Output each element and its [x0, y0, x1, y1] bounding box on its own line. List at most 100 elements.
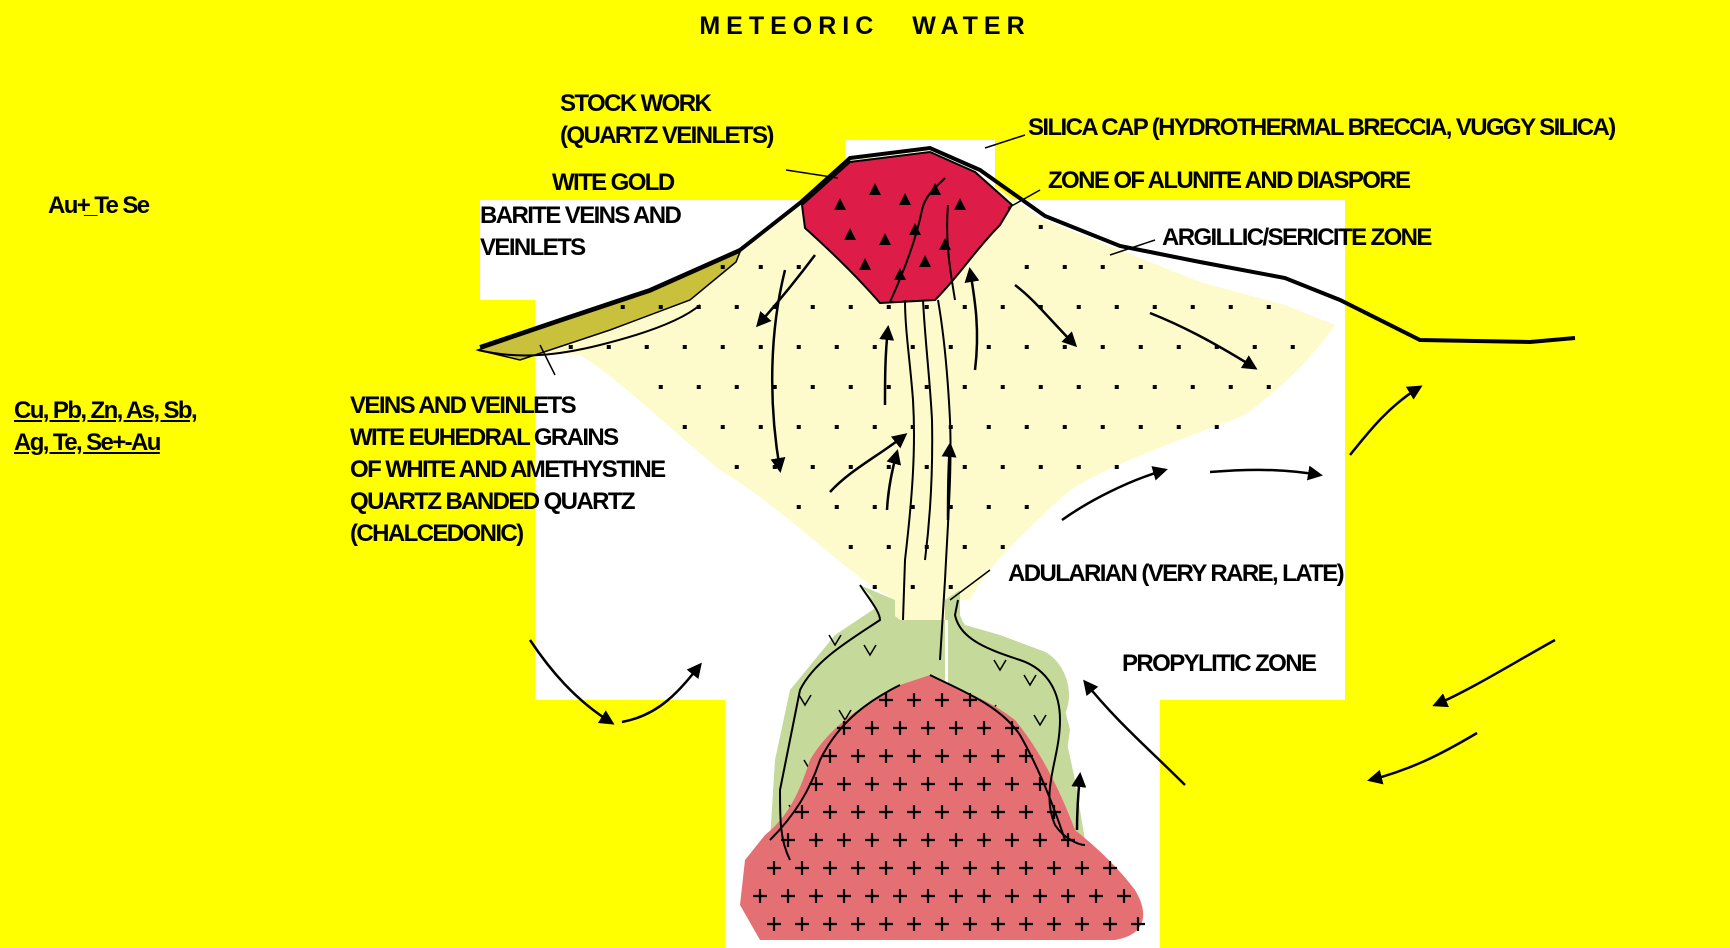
dot: [1101, 345, 1105, 349]
dot: [1025, 505, 1029, 509]
dot: [911, 345, 915, 349]
silica-cap-label: SILICA CAP (HYDROTHERMAL BRECCIA, VUGGY …: [1028, 112, 1615, 144]
dot: [721, 345, 725, 349]
dot: [1177, 425, 1181, 429]
dot: [1001, 305, 1005, 309]
dot: [849, 545, 853, 549]
dot: [925, 305, 929, 309]
dot: [645, 345, 649, 349]
dot: [1267, 385, 1271, 389]
dot: [735, 305, 739, 309]
dot: [759, 425, 763, 429]
dot: [1001, 385, 1005, 389]
dot: [987, 425, 991, 429]
dot: [1139, 265, 1143, 269]
dot: [949, 585, 953, 589]
base-metal-assoc-label: Cu, Pb, Zn, As, Sb, Ag, Te, Se+-Au: [14, 395, 196, 459]
dot: [1025, 265, 1029, 269]
dot: [797, 345, 801, 349]
dot: [811, 385, 815, 389]
dot: [1115, 465, 1119, 469]
dot: [1139, 425, 1143, 429]
dot: [849, 305, 853, 309]
veins-line-5: (CHALCEDONIC): [350, 518, 664, 550]
stockwork-label-line1: STOCK WORK: [560, 88, 773, 120]
wite-gold-label: WITE GOLD: [552, 167, 674, 199]
dot: [1101, 265, 1105, 269]
veins-line-4: QUARTZ BANDED QUARTZ: [350, 486, 664, 518]
dot: [773, 465, 777, 469]
barite-veins-line2: VEINLETS: [480, 232, 680, 264]
dot: [697, 385, 701, 389]
dot: [1267, 305, 1271, 309]
barite-veins-line1: BARITE VEINS AND: [480, 200, 680, 232]
dot: [1025, 425, 1029, 429]
veins-line-3: OF WHITE AND AMETHYSTINE: [350, 454, 664, 486]
flow-arrow: [1435, 640, 1555, 705]
argillic-sericite-label: ARGILLIC/SERICITE ZONE: [1162, 222, 1431, 254]
dot: [1291, 345, 1295, 349]
dot: [963, 545, 967, 549]
propylitic-zone-label: PROPYLITIC ZONE: [1122, 648, 1315, 680]
dot: [607, 345, 611, 349]
dot: [1153, 385, 1157, 389]
dot: [811, 465, 815, 469]
dot: [1001, 545, 1005, 549]
dot: [759, 265, 763, 269]
flow-arrow: [1350, 387, 1420, 455]
dot: [963, 465, 967, 469]
dot: [1025, 345, 1029, 349]
dot: [1177, 345, 1181, 349]
dot: [987, 345, 991, 349]
dot: [873, 345, 877, 349]
dot: [1139, 345, 1143, 349]
dot: [621, 305, 625, 309]
dot: [1039, 385, 1043, 389]
dot: [683, 425, 687, 429]
dot: [569, 345, 573, 349]
dot: [1153, 305, 1157, 309]
dot: [1253, 345, 1257, 349]
dot: [1215, 425, 1219, 429]
dot: [797, 425, 801, 429]
dot: [721, 265, 725, 269]
dot: [1077, 305, 1081, 309]
dot: [963, 305, 967, 309]
dot: [1229, 385, 1233, 389]
veins-line-1: VEINS AND VEINLETS: [350, 390, 664, 422]
dot: [1077, 465, 1081, 469]
stockwork-label-line2: (QUARTZ VEINLETS): [560, 120, 773, 152]
dot: [835, 505, 839, 509]
dot: [1115, 305, 1119, 309]
dot: [659, 305, 663, 309]
dot: [735, 465, 739, 469]
dot: [949, 345, 953, 349]
dot: [887, 465, 891, 469]
dot: [873, 585, 877, 589]
dot: [849, 465, 853, 469]
dot: [887, 385, 891, 389]
dot: [887, 305, 891, 309]
dot: [911, 585, 915, 589]
dot: [963, 385, 967, 389]
dot: [1191, 305, 1195, 309]
dot: [849, 385, 853, 389]
dot: [659, 385, 663, 389]
veins-veinlets-label: VEINS AND VEINLETS WITE EUHEDRAL GRAINS …: [350, 390, 664, 550]
dot: [925, 385, 929, 389]
dot: [887, 545, 891, 549]
dot: [683, 345, 687, 349]
dot: [1039, 465, 1043, 469]
dot: [1001, 465, 1005, 469]
au-te-se-label: Au+̲ Te Se: [48, 190, 149, 222]
flow-arrow: [1370, 733, 1477, 780]
veins-line-2: WITE EUHEDRAL GRAINS: [350, 422, 664, 454]
dot: [735, 385, 739, 389]
dot: [873, 425, 877, 429]
dot: [1063, 265, 1067, 269]
dot: [797, 265, 801, 269]
dot: [1101, 425, 1105, 429]
dot: [925, 465, 929, 469]
dot: [1063, 345, 1067, 349]
barite-veins-label: BARITE VEINS AND VEINLETS: [480, 200, 680, 264]
